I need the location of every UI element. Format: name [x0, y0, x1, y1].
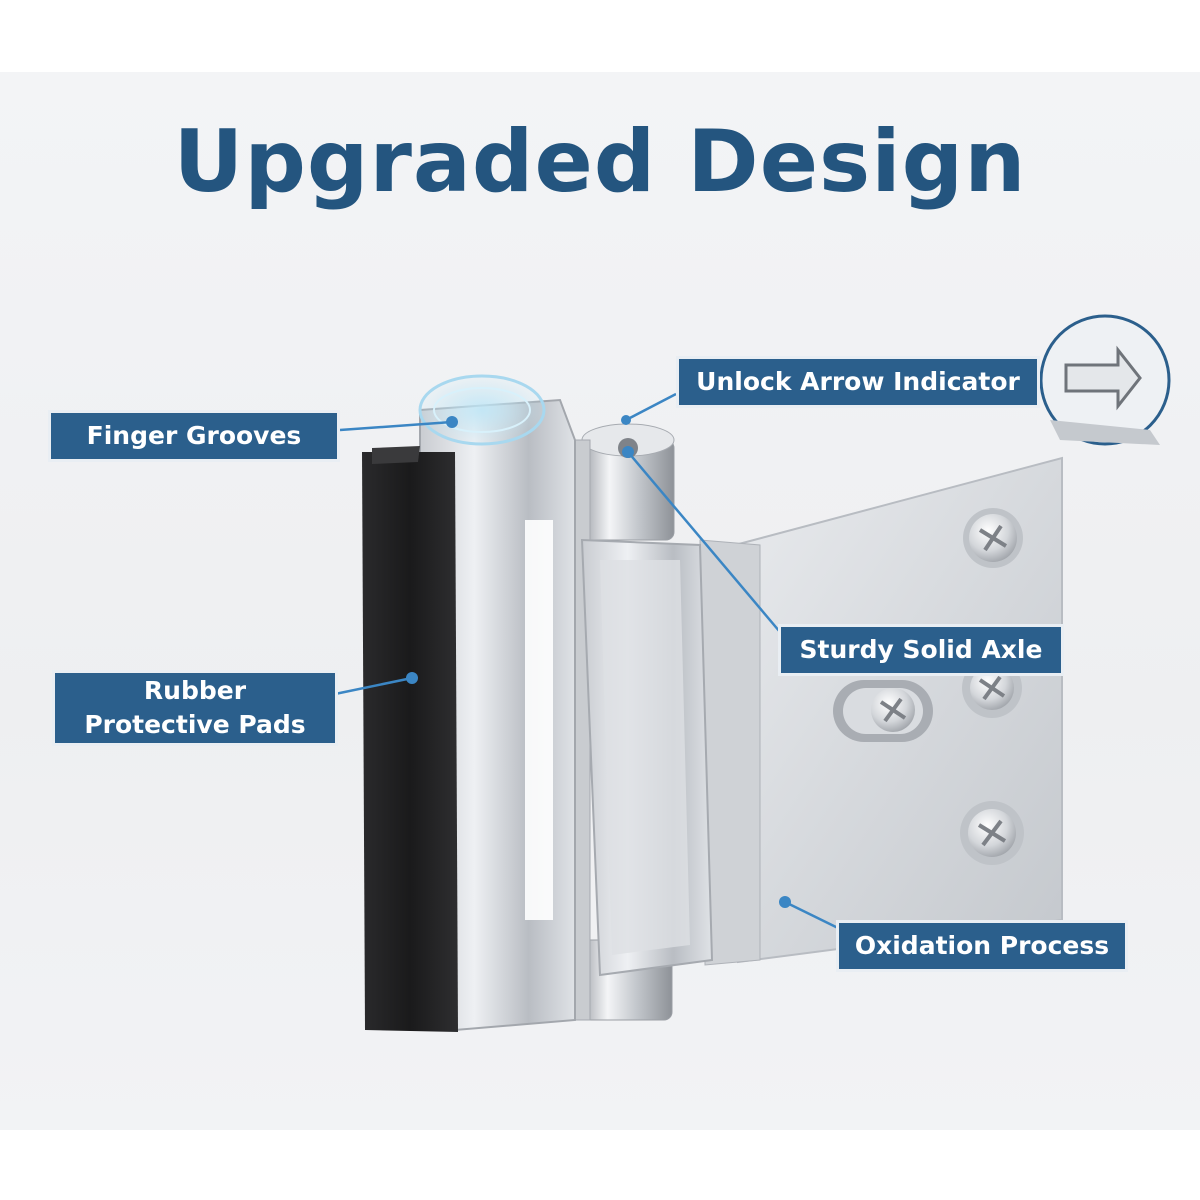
callout-dots — [406, 415, 791, 908]
label-text: Protective Pads — [84, 710, 306, 739]
unlock-arrow-zoom — [1039, 314, 1171, 446]
rubber-pad — [362, 452, 458, 1032]
label-finger-grooves: Finger Grooves — [48, 410, 340, 462]
screw-icon — [833, 680, 933, 742]
label-text: Sturdy Solid Axle — [799, 635, 1043, 664]
label-sturdy-solid-axle: Sturdy Solid Axle — [778, 624, 1064, 676]
door-reinforcement-lock-illustration — [334, 314, 1171, 1032]
label-text: Finger Grooves — [86, 421, 302, 450]
label-unlock-arrow-indicator: Unlock Arrow Indicator — [676, 356, 1040, 408]
label-oxidation-process: Oxidation Process — [836, 920, 1128, 972]
page-title: Upgraded Design — [173, 112, 1027, 212]
screw-icon — [963, 508, 1023, 568]
label-text: Oxidation Process — [854, 931, 1110, 960]
product-infographic: Upgraded Design — [0, 72, 1200, 1130]
label-rubber-protective-pads: Rubber Protective Pads — [52, 670, 338, 746]
label-text: Unlock Arrow Indicator — [696, 367, 1020, 396]
arrow-right-icon — [1064, 345, 1142, 411]
screw-icon — [960, 801, 1024, 865]
label-text: Rubber — [143, 676, 247, 705]
